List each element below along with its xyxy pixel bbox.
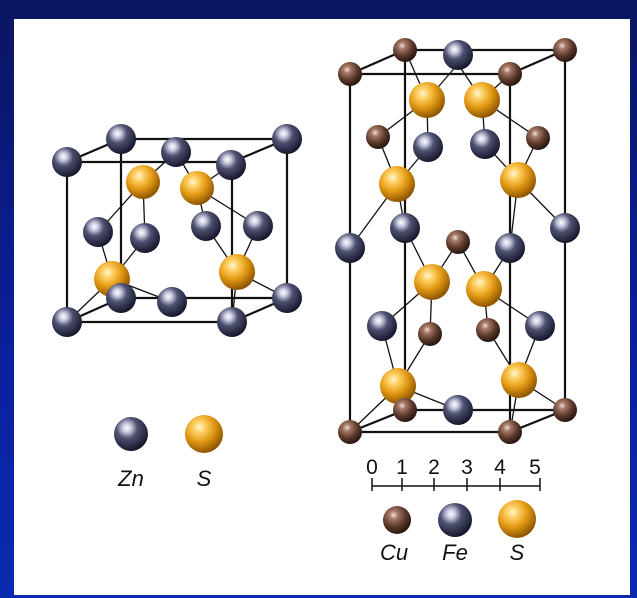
zn-atom xyxy=(216,150,246,180)
cufes2-legend: Cu Fe S xyxy=(380,500,536,565)
zn-atom xyxy=(106,124,136,154)
s-atom xyxy=(180,171,214,205)
zn-atom xyxy=(130,223,160,253)
cufes2-atoms xyxy=(335,38,580,444)
cu-atom xyxy=(476,318,500,342)
scale-tick-label: 1 xyxy=(396,456,408,479)
cu-atom xyxy=(553,398,577,422)
zn-atom xyxy=(157,287,187,317)
scale-bar-line xyxy=(371,478,541,491)
cu-atom xyxy=(553,38,577,62)
s-atom xyxy=(466,271,502,307)
s-atom xyxy=(409,82,445,118)
s-atom xyxy=(379,166,415,202)
legend-s-label: S xyxy=(510,540,525,565)
fe-atom xyxy=(367,311,397,341)
legend-s-atom-icon xyxy=(185,415,223,453)
zn-atom xyxy=(243,211,273,241)
fe-atom xyxy=(470,129,500,159)
fe-atom xyxy=(525,311,555,341)
legend-s-label: S xyxy=(197,466,212,491)
legend-cu-label: Cu xyxy=(380,540,408,565)
cu-atom xyxy=(526,126,550,150)
s-atom xyxy=(501,362,537,398)
legend-cu-atom-icon xyxy=(383,506,411,534)
cu-atom xyxy=(393,398,417,422)
cu-atom xyxy=(498,420,522,444)
cu-atom xyxy=(446,230,470,254)
fe-atom xyxy=(413,132,443,162)
zn-atom xyxy=(217,307,247,337)
s-atom xyxy=(414,264,450,300)
legend-zn-label: Zn xyxy=(117,466,144,491)
zn-atom xyxy=(272,124,302,154)
fe-atom xyxy=(335,233,365,263)
cu-atom xyxy=(338,420,362,444)
s-atom xyxy=(219,254,255,290)
legend-s-atom-icon xyxy=(498,500,536,538)
zn-atom xyxy=(191,211,221,241)
scale-tick-label: 0 xyxy=(366,456,378,479)
zn-atom xyxy=(83,217,113,247)
fe-atom xyxy=(443,40,473,70)
s-atom xyxy=(500,162,536,198)
scale-tick-label: 4 xyxy=(494,456,506,479)
legend-fe-label: Fe xyxy=(442,540,468,565)
scale-bar: 0 1 2 3 4 5 xyxy=(366,456,541,491)
scale-tick-label: 2 xyxy=(428,456,440,479)
fe-atom xyxy=(443,395,473,425)
fe-atom xyxy=(495,233,525,263)
zns-atoms xyxy=(52,124,302,337)
cu-atom xyxy=(418,322,442,346)
scale-tick-label: 3 xyxy=(461,456,473,479)
legend-zn-atom-icon xyxy=(114,417,148,451)
s-atom xyxy=(464,82,500,118)
fe-atom xyxy=(390,213,420,243)
legend-fe-atom-icon xyxy=(438,503,472,537)
fe-atom xyxy=(550,213,580,243)
zn-atom xyxy=(272,283,302,313)
cufes2-unit-cell xyxy=(335,38,580,444)
zn-atom xyxy=(52,307,82,337)
s-atom xyxy=(380,368,416,404)
cu-atom xyxy=(338,62,362,86)
cu-atom xyxy=(366,125,390,149)
zn-atom xyxy=(161,137,191,167)
zns-legend: Zn S xyxy=(114,415,223,491)
zns-unit-cell xyxy=(52,124,302,337)
zn-atom xyxy=(52,147,82,177)
scale-tick-label: 5 xyxy=(529,456,541,479)
cu-atom xyxy=(498,62,522,86)
zn-atom xyxy=(106,283,136,313)
cu-atom xyxy=(393,38,417,62)
s-atom xyxy=(126,165,160,199)
